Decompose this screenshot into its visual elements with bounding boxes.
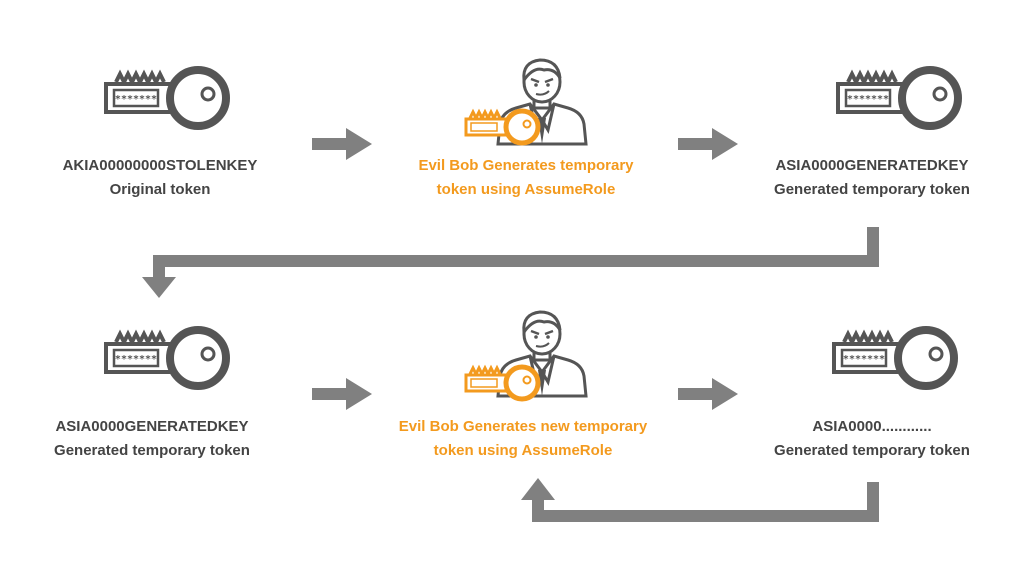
token-id: ASIA0000............ <box>812 418 932 435</box>
generated-token-label: ASIA0000GENERATEDKEY Generated temporary… <box>752 154 992 202</box>
original-token-key-icon <box>106 70 226 126</box>
arrow-row-connector <box>142 227 879 298</box>
token-id: ASIA0000GENERATEDKEY <box>775 157 969 174</box>
arrow-right-4 <box>678 378 738 410</box>
original-token-label: AKIA00000000STOLENKEY Original token <box>40 154 280 202</box>
token-description: Generated temporary token <box>774 181 970 198</box>
step-line-2: token using AssumeRole <box>436 181 616 198</box>
arrow-right-3 <box>312 378 372 410</box>
token-description: Generated temporary token <box>774 442 970 459</box>
next-generated-token-key-icon <box>834 330 954 386</box>
token-description: Generated temporary token <box>54 442 250 459</box>
generated-token-label: ASIA0000GENERATEDKEY Generated temporary… <box>32 415 272 463</box>
evil-bob-step-label: Evil Bob Generates temporary token using… <box>386 154 666 202</box>
token-description: Original token <box>109 181 211 198</box>
arrow-right-1 <box>312 128 372 160</box>
step-line-1: Evil Bob Generates temporary <box>418 157 634 174</box>
evil-bob-step-label: Evil Bob Generates new temporary token u… <box>378 415 668 463</box>
generated-token-key-icon <box>838 70 958 126</box>
step-line-1: Evil Bob Generates new temporary <box>398 418 648 435</box>
arrow-loop-back <box>521 478 879 522</box>
generated-token-key-icon <box>106 330 226 386</box>
token-id: AKIA00000000STOLENKEY <box>62 157 258 174</box>
step-line-2: token using AssumeRole <box>433 442 613 459</box>
next-generated-token-label: ASIA0000............ Generated temporary… <box>752 415 992 463</box>
arrow-right-2 <box>678 128 738 160</box>
token-id: ASIA0000GENERATEDKEY <box>55 418 249 435</box>
